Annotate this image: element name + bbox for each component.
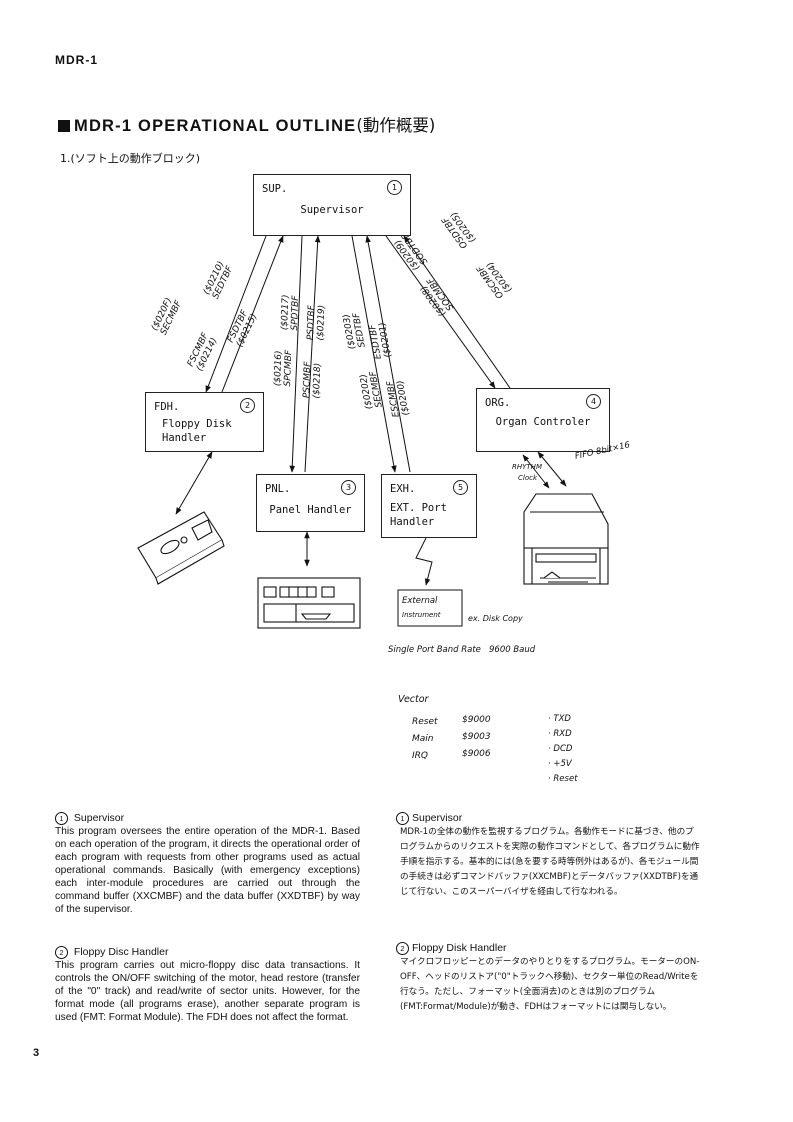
vector-addresses: $9000 $9003 $9006 <box>462 712 491 763</box>
section-body: MDR-1の全体の動作を監視するプログラム。各動作モードに基づき、他のプログラム… <box>400 827 700 897</box>
page-title-jp: (動作概要) <box>356 116 436 135</box>
note-baud-rate: Single Port Band Rate 9600 Baud <box>388 645 536 655</box>
section-body: This program oversees the entire operati… <box>55 826 360 915</box>
external-instrument-box <box>397 589 463 627</box>
pin-label: · DCD <box>548 744 573 754</box>
section-body: マイクロフロッピーとのデータのやりとりをするプログラム。モーターのON-OFF、… <box>400 957 700 1012</box>
arrow-sup-to-fdh <box>205 235 267 393</box>
vector-label: Reset <box>412 717 438 727</box>
arrow-sup-to-org <box>385 235 496 389</box>
vector-title: Vector <box>398 694 429 705</box>
vector-address: $9000 <box>462 715 491 725</box>
block-name: Organ Controler <box>495 416 591 428</box>
floppy-disk-icon <box>137 511 225 585</box>
block-name-line2: Handler <box>390 516 435 528</box>
arrow-fdh-floppy <box>175 451 213 515</box>
arrow-exh-external <box>415 537 433 586</box>
arrow-sup-to-pnl <box>289 235 303 473</box>
section-body: This program carries out micro-floppy di… <box>55 960 360 1023</box>
english-section-fdh: 2 Floppy Disc Handler This program carri… <box>55 946 360 1024</box>
block-code: ORG. <box>485 397 511 409</box>
vector-label: IRQ <box>412 751 428 761</box>
arrow-org-fifo <box>537 451 567 487</box>
pin-label: · RXD <box>548 729 572 739</box>
doc-code-header: MDR-1 <box>55 53 98 67</box>
block-number: 5 <box>453 480 468 495</box>
block-name-line1: EXT. Port <box>390 502 447 514</box>
page-title: MDR-1 OPERATIONAL OUTLINE(動作概要) <box>58 112 435 136</box>
vector-label: Main <box>412 734 434 744</box>
block-number: 2 <box>240 398 255 413</box>
note-disk-copy: ex. Disk Copy <box>468 614 523 623</box>
pin-label: · +5V <box>548 759 572 769</box>
arrow-exh-to-sup <box>365 235 411 473</box>
arrow-label-pnl-a: ($0216)SPCMBF <box>273 349 295 387</box>
block-name-line2: Handler <box>162 432 207 444</box>
arrow-sup-to-exh <box>351 235 397 473</box>
section-subtitle: 1.(ソフト上の動作ブロック) <box>60 152 201 165</box>
arrow-label-pnl-c: PSCMBF($0218) <box>302 361 324 399</box>
block-name: Panel Handler <box>269 504 352 516</box>
block-code: FDH. <box>154 401 180 413</box>
block-code: PNL. <box>265 483 291 495</box>
vector-address: $9003 <box>462 732 491 742</box>
organ-icon <box>523 493 609 585</box>
section-heading: 2 Floppy Disc Handler <box>55 946 360 959</box>
block-number: 3 <box>341 480 356 495</box>
block-pnl: PNL. 3 Panel Handler <box>256 474 365 532</box>
control-panel-icon <box>257 577 361 629</box>
pin-label: · TXD <box>548 714 571 724</box>
vector-address: $9006 <box>462 749 491 759</box>
arrow-org-to-sup <box>403 235 511 389</box>
arrow-label-pnl-b: ($0217)SPDTBF <box>280 294 302 331</box>
block-fdh: FDH. 2 Floppy Disk Handler <box>145 392 264 452</box>
page-title-main: MDR-1 OPERATIONAL OUTLINE <box>74 117 357 135</box>
english-section-supervisor: 1 Supervisor This program oversees the e… <box>55 812 360 916</box>
block-name-line1: Floppy Disk <box>162 418 232 430</box>
arrow-fdh-to-sup <box>221 235 284 393</box>
block-exh: EXH. 5 EXT. Port Handler <box>381 474 477 538</box>
serial-pins: · TXD · RXD · DCD · +5V · Reset <box>548 712 578 787</box>
block-code: SUP. <box>262 183 288 195</box>
block-number: 1 <box>387 180 402 195</box>
page-number: 3 <box>33 1047 40 1059</box>
pin-label: · Reset <box>548 774 578 784</box>
block-supervisor: SUP. 1 Supervisor <box>253 174 411 236</box>
square-bullet-icon <box>58 120 70 132</box>
block-name: Supervisor <box>300 204 364 216</box>
block-number: 4 <box>586 394 601 409</box>
section-heading: 1 Supervisor <box>55 812 360 825</box>
block-code: EXH. <box>390 483 416 495</box>
block-org: ORG. 4 Organ Controler <box>476 388 610 452</box>
arrow-pnl-to-sup <box>304 235 321 473</box>
vector-labels: Reset Main IRQ <box>412 714 438 765</box>
arrow-label-pnl-d: PSDTBF($0219) <box>306 304 328 341</box>
